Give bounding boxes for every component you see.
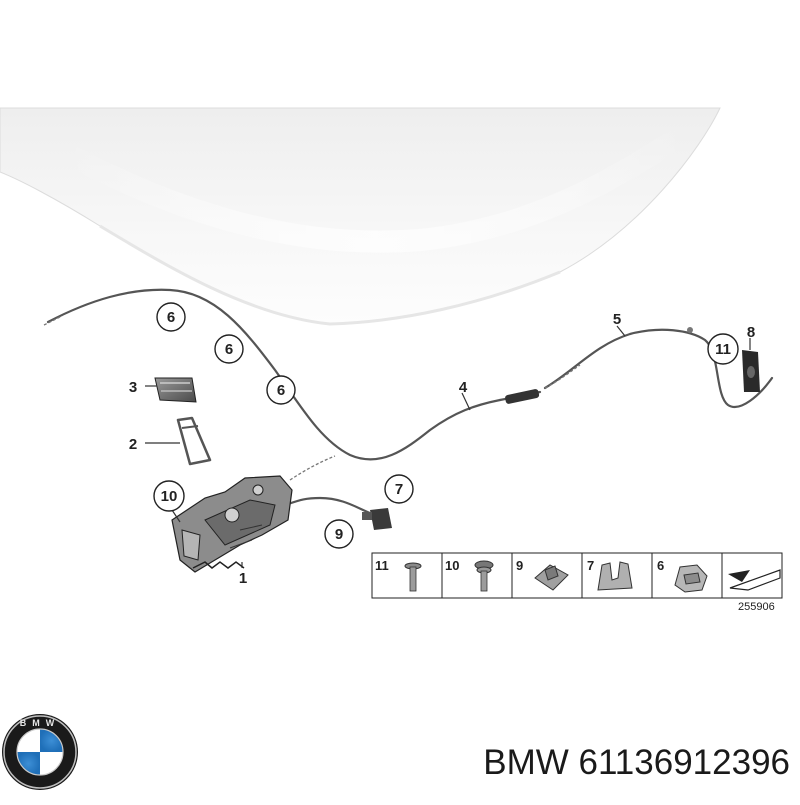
arrow-symbol-icon <box>728 569 781 591</box>
cable-7 <box>289 455 336 481</box>
part-2-bracket <box>176 416 212 466</box>
legend-cell-6-label: 6 <box>657 558 664 573</box>
hood-panel <box>0 107 721 325</box>
leader-5 <box>616 325 626 337</box>
hood-edge-shadow <box>99 224 561 326</box>
cable-4-sleeve <box>505 389 540 404</box>
bmw-logo: BMW <box>2 714 78 790</box>
legend-cell-9-label: 9 <box>516 558 523 573</box>
leader-4 <box>461 392 471 411</box>
legend-cell-11-label: 11 <box>375 558 389 573</box>
clip-6-icon <box>674 564 708 593</box>
clip-7-icon <box>597 561 633 591</box>
part-8-lock <box>742 350 760 392</box>
part-9-sensor <box>362 508 392 530</box>
callout-6a-label: 6 <box>167 309 175 326</box>
callout-6a: 6 <box>156 302 186 332</box>
label-1: 1 <box>239 570 247 587</box>
part-number-label: BMW 61136912396 <box>483 743 790 782</box>
callout-6c: 6 <box>266 375 296 405</box>
callout-11: 11 <box>707 333 739 365</box>
callout-7-label: 7 <box>395 481 403 498</box>
callout-10: 10 <box>153 480 185 512</box>
cable-5-nipple <box>687 327 693 333</box>
legend-cell-10-label: 10 <box>445 558 459 573</box>
cable-5 <box>543 328 774 408</box>
part-3-handle <box>154 377 197 403</box>
screw-10-icon <box>474 560 494 592</box>
release-cable-6-end <box>43 315 63 326</box>
svg-text:BMW: BMW <box>20 718 61 728</box>
callout-10-label: 10 <box>161 488 178 505</box>
label-4: 4 <box>459 379 468 396</box>
label-8: 8 <box>747 324 755 341</box>
callout-6c-label: 6 <box>277 382 285 399</box>
nut-9-icon <box>534 564 569 591</box>
label-2: 2 <box>129 436 137 453</box>
hood-crease <box>54 120 697 253</box>
callout-6b-label: 6 <box>225 341 233 358</box>
diagram-reference-number: 255906 <box>738 601 775 613</box>
callout-11-label: 11 <box>715 341 731 358</box>
release-cable-6 <box>46 288 502 461</box>
callout-9: 9 <box>324 519 354 549</box>
legend-cell-7-label: 7 <box>587 558 594 573</box>
callout-9-label: 9 <box>335 526 343 543</box>
part-1-latch <box>171 475 293 573</box>
sensor-wire-9 <box>283 496 377 517</box>
leader-10 <box>171 509 181 523</box>
fastener-legend: 11 10 9 7 6 <box>371 552 783 599</box>
screw-11-icon <box>404 562 422 592</box>
label-5: 5 <box>613 311 621 328</box>
callout-6b: 6 <box>214 334 244 364</box>
callout-7: 7 <box>384 474 414 504</box>
cable-5-dashed <box>544 364 581 389</box>
label-3: 3 <box>129 379 137 396</box>
